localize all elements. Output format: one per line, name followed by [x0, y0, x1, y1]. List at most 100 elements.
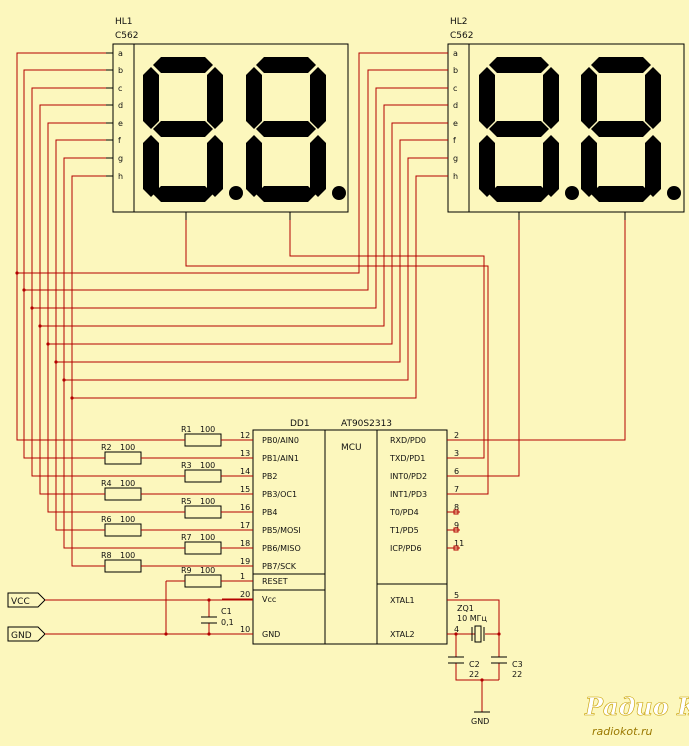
- mcu-nc-marker: [453, 509, 459, 515]
- mcu-pin-number: 2: [454, 431, 459, 440]
- bus-to-resistor: [31, 308, 180, 477]
- resistor-value: 100: [200, 461, 215, 470]
- display-pin-label: e: [118, 119, 123, 128]
- segment-g: [153, 121, 213, 137]
- junction: [207, 598, 211, 602]
- segment-f: [479, 67, 495, 129]
- mcu-pin-number: 8: [454, 503, 459, 512]
- hl1-part: C562: [115, 31, 138, 41]
- segment-b: [645, 67, 661, 129]
- resistor-ref: R4: [101, 479, 112, 488]
- resistor-body: [184, 574, 222, 588]
- mcu-pin-name: PB4: [262, 508, 277, 517]
- segment-f: [246, 67, 262, 129]
- segment-c: [310, 135, 326, 197]
- c1-ref: C1: [221, 607, 232, 616]
- hl1-pin-wire: [16, 52, 113, 273]
- mcu-pin-name: RESET: [262, 577, 288, 586]
- mcu-nc-marker: [453, 527, 459, 533]
- resistor-value: 100: [200, 425, 215, 434]
- xtal-wires: [447, 599, 500, 635]
- resistor-ref: R5: [181, 497, 192, 506]
- display-pin-label: h: [453, 172, 458, 181]
- mcu-pin-name: PB0/AIN0: [262, 436, 299, 445]
- ground-label: GND: [471, 717, 489, 726]
- mcu-nc-marker: [453, 545, 459, 551]
- zq1-crystal: [474, 625, 482, 643]
- segment-d: [489, 186, 549, 202]
- hl1-pin-wire: [39, 104, 113, 326]
- resistor-body: [184, 505, 222, 519]
- mcu-pin-number: 18: [240, 539, 250, 548]
- resistor-body: [104, 559, 142, 573]
- hl2-pin-wire: [48, 122, 448, 345]
- bus-to-resistor: [47, 344, 180, 513]
- display-pin-label: g: [453, 154, 458, 163]
- hl2-digits: [479, 57, 681, 202]
- mcu-pin-number: 19: [240, 557, 250, 566]
- segment-dp: [565, 186, 579, 200]
- segment-f: [581, 67, 597, 129]
- c2-value: 22: [469, 670, 479, 679]
- mcu-pin-number: 7: [454, 485, 459, 494]
- segment-g: [256, 121, 316, 137]
- mcu-pin-number: 12: [240, 431, 250, 440]
- resistor-body: [184, 469, 222, 483]
- resistor-body: [184, 433, 222, 447]
- bus-to-resistor: [63, 380, 180, 549]
- zq1-value: 10 МГц: [457, 614, 488, 623]
- hl2-common-wire: [447, 212, 626, 441]
- hl2-pin-wire: [40, 104, 448, 327]
- resistor-body: [104, 487, 142, 501]
- display-pin-label: a: [118, 49, 123, 58]
- segment-f: [143, 67, 159, 129]
- mcu-pin-name: INT1/PD3: [390, 490, 427, 499]
- hl1-common-wire: [185, 212, 489, 495]
- mcu-pin-name: PB3/OC1: [262, 490, 297, 499]
- segment-a: [489, 57, 549, 73]
- junction: [164, 632, 168, 636]
- mcu-dd1: DD1 AT90S2313 MCU 12PB0/AIN013PB1/AIN114…: [222, 419, 464, 645]
- bus-to-resistor: [16, 273, 180, 441]
- hl2-pin-wire: [17, 52, 448, 274]
- bus-to-resistor: [55, 362, 100, 531]
- display-pin-label: b: [118, 66, 123, 75]
- power-section: VCC GND C1 0,1: [7, 581, 253, 642]
- display-pin-label: b: [453, 66, 458, 75]
- resistor-ref: R8: [101, 551, 112, 560]
- logo-text: Радио КОТ: [584, 692, 689, 721]
- hl1-pin-wire: [63, 157, 113, 380]
- display-pin-label: e: [453, 119, 458, 128]
- hl2-pin-wire: [24, 69, 448, 291]
- resistor-value: 100: [200, 566, 215, 575]
- hl2-pin-wire: [64, 157, 448, 381]
- mcu-ref: DD1: [290, 419, 310, 429]
- segment-e: [479, 135, 495, 197]
- resistor-value: 100: [120, 479, 135, 488]
- hl2-pin-wire: [56, 139, 448, 363]
- display-pin-label: f: [118, 136, 121, 145]
- bus-to-resistor: [71, 398, 100, 567]
- display-pin-label: d: [453, 101, 458, 110]
- mcu-pin-name: PB5/MOSI: [262, 526, 301, 535]
- c3-ref: C3: [512, 660, 523, 669]
- mcu-pin-name: T1/PD5: [389, 526, 419, 535]
- segment-d: [153, 186, 213, 202]
- resistor-value: 100: [200, 497, 215, 506]
- hl1-digits: [143, 57, 346, 202]
- mcu-pin-number: 14: [240, 467, 250, 476]
- crystal-section: ZQ1 10 МГц C2 22 C3 22 GND: [447, 599, 523, 726]
- segment-a: [256, 57, 316, 73]
- segment-b: [310, 67, 326, 129]
- hl1-pin-wire: [31, 87, 113, 308]
- hl1-pin-wire: [47, 122, 113, 344]
- resistor-body: [184, 541, 222, 555]
- resistor-ref: R9: [181, 566, 192, 575]
- c3-value: 22: [512, 670, 522, 679]
- mcu-pin-number: 9: [454, 521, 459, 530]
- segment-d: [256, 186, 316, 202]
- mcu-pin-number: 4: [454, 625, 459, 634]
- resistor-body: [104, 523, 142, 537]
- vcc-label: VCC: [11, 597, 30, 607]
- mcu-pin-number: 10: [240, 625, 250, 634]
